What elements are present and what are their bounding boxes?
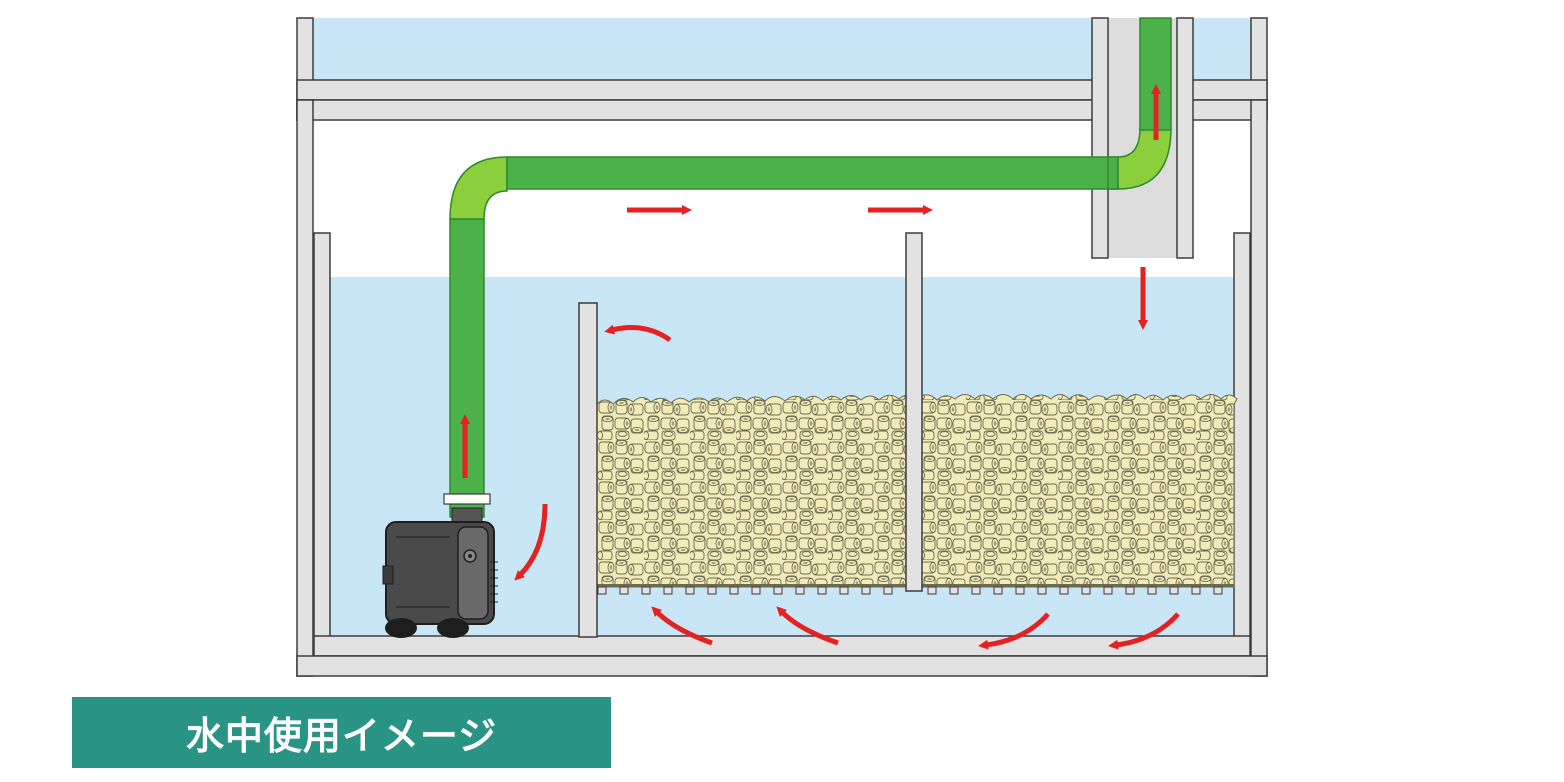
sump-right-wall (1233, 232, 1251, 658)
submersible-pump-icon (382, 507, 498, 638)
flow-arrows (460, 84, 1180, 650)
arrow-under-baffle (978, 612, 1050, 650)
arrow-over-baffle (604, 324, 672, 343)
sump-floor (313, 635, 1251, 657)
arrow-under-baffle (1108, 612, 1180, 650)
pump-front-panel (457, 526, 489, 620)
pump-foot (437, 618, 469, 638)
pump-foot (385, 618, 417, 638)
arrow-under-media (776, 606, 839, 646)
pipe-coupling (1107, 156, 1119, 190)
caption-text: 水中使用イメージ (185, 714, 498, 758)
pipe-horizontal (506, 156, 1118, 190)
pipe-elbow-left (449, 156, 508, 220)
cabinet-right-post (1250, 99, 1268, 677)
baffle-left (578, 302, 598, 638)
sump-left-wall (313, 232, 331, 658)
cabinet-left-post (296, 99, 314, 677)
caption-banner: 水中使用イメージ (72, 697, 611, 768)
pipe-elbow-right (1117, 127, 1172, 190)
arrow-under-media (651, 606, 713, 646)
baffle-center (905, 232, 923, 592)
pump-intake-grille (490, 561, 498, 603)
overflow-right-wall (1176, 17, 1194, 259)
overflow-left-wall (1091, 17, 1109, 259)
hose-clamp (443, 493, 491, 505)
cabinet-base (296, 655, 1268, 677)
media-grid-teeth (597, 586, 1223, 595)
arrow-to-pump (514, 503, 548, 581)
